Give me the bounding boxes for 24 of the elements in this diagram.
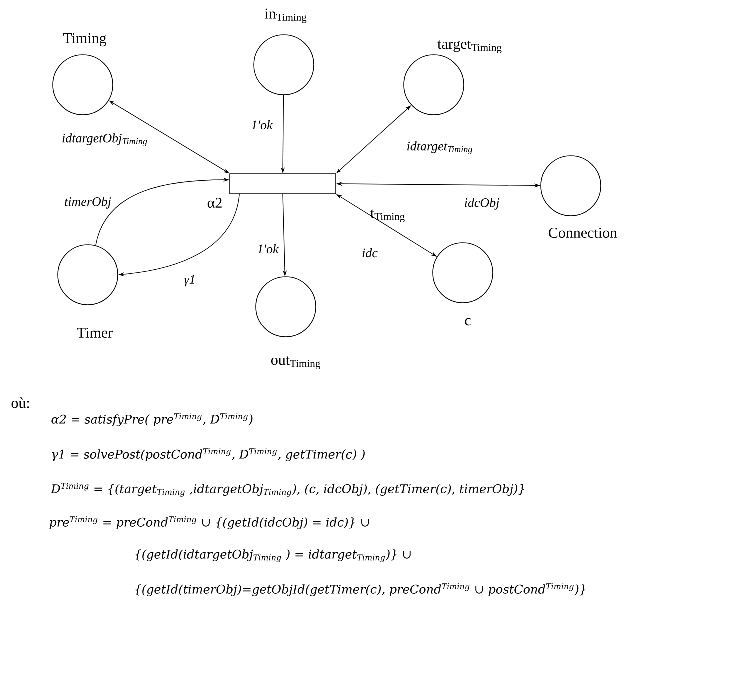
place-label: c bbox=[464, 317, 472, 327]
edge-label: timerObj bbox=[64, 196, 112, 210]
formula-line: {(getId(idtargetObj$_{Timing}$ ) = idtarget$_{Timing}$)} ∪ bbox=[136, 550, 411, 562]
formula-line: {(getId(timerObj)=getObjId(getTimer(c), preCond$^{Timing}$ ∪ postCond$^{Timing}$)} bbox=[136, 584, 586, 596]
place-label: out$_{Timing}$ bbox=[270, 356, 322, 370]
formula-line: α2 = satisfyPre( pre$^{Timing}$, D$^{Timing}$) bbox=[52, 414, 253, 426]
formula-line: D$^{Timing}$ = {(target$_{Timing}$ ,idtargetObj$_{Timing}$), (c, idcObj), (getTimer(c), timerObj)} bbox=[51, 483, 524, 497]
edge-label: 1'ok bbox=[250, 119, 274, 131]
place-label: t$_{Timing}$ bbox=[369, 208, 407, 224]
formula-line: pre$^{Timing}$ = preCond$^{Timing}$ ∪ {(getId(idcObj) = idc)} ∪ bbox=[50, 516, 370, 530]
edge-label: idtarget$_{Timing}$ bbox=[406, 140, 474, 156]
place-label: Timing bbox=[62, 32, 108, 48]
edge-label: 1'ok bbox=[256, 243, 280, 255]
formula-line: γ1 = solvePost(postCond$^{Timing}$, D$^{Timing}$, getTimer(c) ) bbox=[52, 448, 365, 462]
edge-label: idc bbox=[361, 247, 379, 259]
place-label: Timer bbox=[76, 326, 114, 340]
edge-label: γ1 bbox=[183, 274, 197, 288]
place-label: Connection bbox=[547, 226, 619, 240]
place-label: target$_{Timing}$ bbox=[436, 40, 504, 54]
place-label: in$_{Timing}$ bbox=[264, 8, 308, 24]
edge-label: idcObj bbox=[463, 197, 501, 211]
annotation-label: où: bbox=[12, 398, 30, 408]
edge-label: idtargetObj$_{Timing}$ bbox=[61, 132, 149, 148]
annotation-label: α2 bbox=[208, 198, 222, 208]
